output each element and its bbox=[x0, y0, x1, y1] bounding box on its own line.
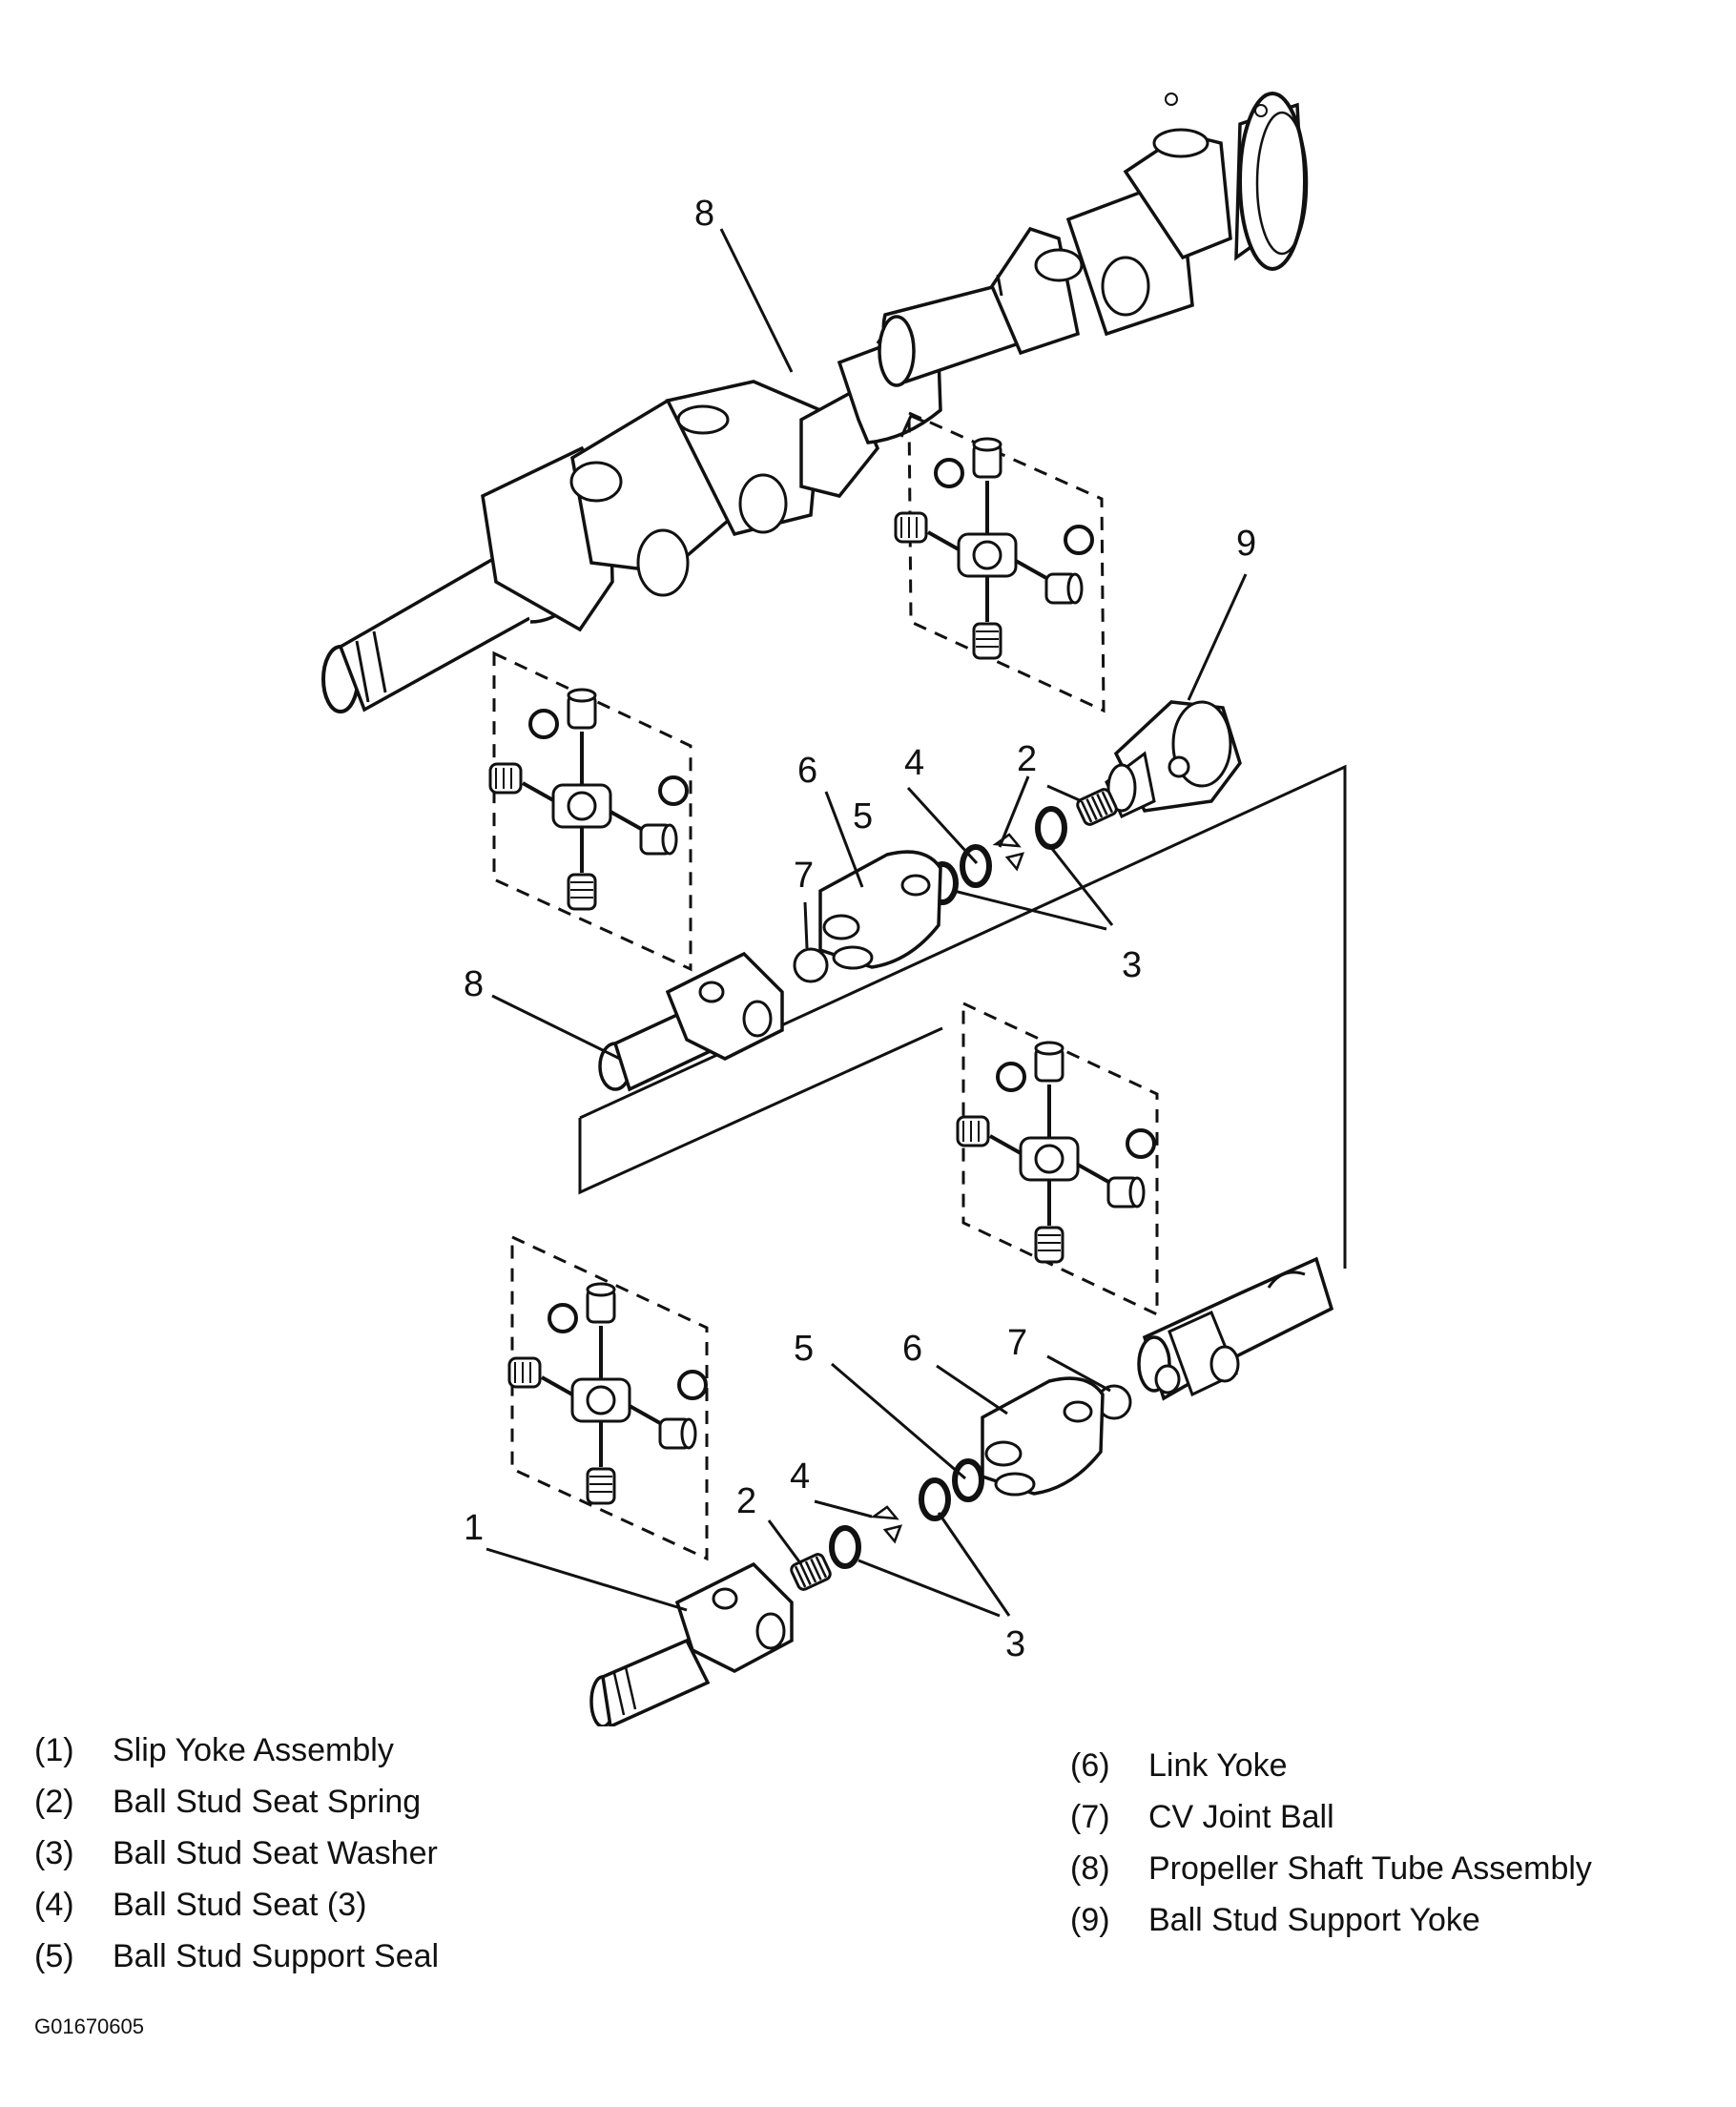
legend-label: Ball Stud Seat Spring bbox=[113, 1784, 422, 1820]
figure-code: G01670605 bbox=[34, 2014, 144, 2038]
legend-item-8: (8) Propeller Shaft Tube Assembly bbox=[1070, 1843, 1592, 1894]
u-joint-kit-box-2 bbox=[488, 651, 692, 972]
exploded-view-diagram: 8 9 6 5 4 2 7 3 8 5 6 7 4 2 1 3 bbox=[321, 92, 1347, 1726]
legend-label: Ball Stud Seat Washer bbox=[113, 1835, 438, 1871]
legend-item-3: (3) Ball Stud Seat Washer bbox=[34, 1828, 439, 1879]
legend-label: Ball Stud Support Yoke bbox=[1148, 1902, 1480, 1938]
u-joint-kit-box-1 bbox=[894, 410, 1106, 713]
callout-3-lower: 3 bbox=[1005, 1624, 1025, 1664]
propeller-shaft-lower-right-assembly bbox=[1137, 1256, 1334, 1401]
legend-item-6: (6) Link Yoke bbox=[1070, 1740, 1592, 1791]
legend-label: CV Joint Ball bbox=[1148, 1799, 1334, 1835]
legend-number: (6) bbox=[1070, 1747, 1110, 1784]
legend-item-2: (2) Ball Stud Seat Spring bbox=[34, 1776, 439, 1828]
legend-label: Ball Stud Seat (3) bbox=[113, 1887, 367, 1923]
legend-number: (9) bbox=[1070, 1902, 1110, 1938]
upper-exploded-parts bbox=[793, 786, 1120, 983]
callout-3-upper: 3 bbox=[1122, 945, 1142, 985]
legend-number: (3) bbox=[34, 1835, 74, 1871]
callout-6-lower: 6 bbox=[902, 1329, 922, 1369]
callout-4-lower: 4 bbox=[790, 1456, 810, 1497]
u-joint-kit-box-3 bbox=[956, 1001, 1159, 1317]
legend-left-column: (1) Slip Yoke Assembly (2) Ball Stud Sea… bbox=[34, 1725, 439, 1982]
legend-item-7: (7) CV Joint Ball bbox=[1070, 1791, 1592, 1843]
callout-5-upper: 5 bbox=[853, 796, 873, 837]
callout-4-upper: 4 bbox=[904, 743, 924, 783]
legend-number: (1) bbox=[34, 1732, 74, 1768]
legend-number: (2) bbox=[34, 1784, 74, 1820]
callout-7-upper: 7 bbox=[794, 856, 814, 896]
legend-right-column: (6) Link Yoke (7) CV Joint Ball (8) Prop… bbox=[1070, 1740, 1592, 1946]
lower-exploded-parts bbox=[788, 1376, 1132, 1593]
legend-number: (5) bbox=[34, 1938, 74, 1974]
callout-9: 9 bbox=[1236, 524, 1256, 564]
legend-label: Slip Yoke Assembly bbox=[113, 1732, 394, 1768]
legend-item-4: (4) Ball Stud Seat (3) bbox=[34, 1879, 439, 1931]
legend-label: Ball Stud Support Seal bbox=[113, 1938, 440, 1974]
legend-item-5: (5) Ball Stud Support Seal bbox=[34, 1931, 439, 1982]
propeller-shaft-upper-right-assembly bbox=[878, 92, 1309, 387]
callout-2-lower: 2 bbox=[736, 1481, 756, 1521]
legend-label: Propeller Shaft Tube Assembly bbox=[1148, 1850, 1592, 1887]
leader-lines bbox=[486, 228, 1248, 1618]
legend-number: (4) bbox=[34, 1887, 74, 1923]
propeller-shaft-top-assembly bbox=[321, 330, 942, 713]
legend-number: (7) bbox=[1070, 1799, 1110, 1835]
callout-numbers: 8 9 6 5 4 2 7 3 8 5 6 7 4 2 1 3 bbox=[464, 194, 1256, 1664]
callout-1: 1 bbox=[464, 1508, 484, 1548]
legend-label: Link Yoke bbox=[1148, 1747, 1288, 1784]
ball-stud-support-yoke bbox=[1105, 700, 1242, 819]
propeller-shaft-middle-assembly bbox=[578, 764, 1347, 1269]
callout-6-upper: 6 bbox=[797, 751, 817, 791]
legend-item-1: (1) Slip Yoke Assembly bbox=[34, 1725, 439, 1776]
u-joint-kit-box-4 bbox=[507, 1234, 709, 1561]
legend-number: (8) bbox=[1070, 1850, 1110, 1887]
callout-2-upper: 2 bbox=[1017, 739, 1037, 779]
callout-8-mid: 8 bbox=[464, 964, 484, 1004]
callout-5-lower: 5 bbox=[794, 1329, 814, 1369]
legend-item-9: (9) Ball Stud Support Yoke bbox=[1070, 1894, 1592, 1946]
slip-yoke-assembly bbox=[589, 1561, 794, 1726]
callout-7-lower: 7 bbox=[1007, 1323, 1027, 1363]
callout-8-top: 8 bbox=[694, 194, 714, 234]
